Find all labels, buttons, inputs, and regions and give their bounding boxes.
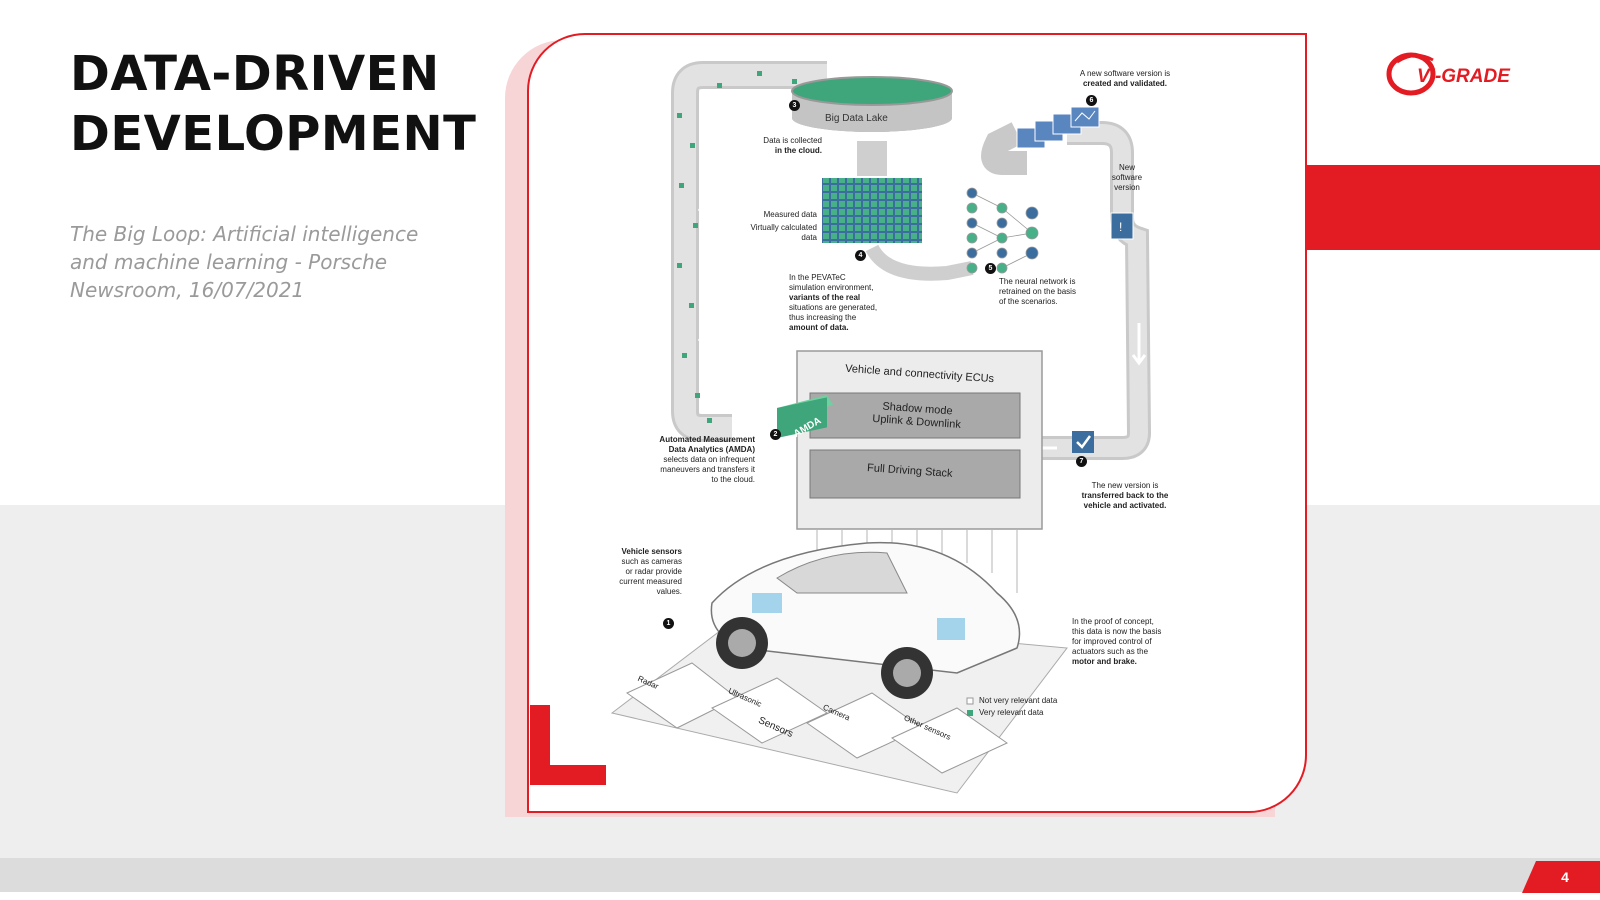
note-pevatec-1: In the PEVATeC bbox=[789, 273, 846, 282]
arrow-down-icon bbox=[1131, 323, 1147, 366]
document-icon: ! bbox=[1110, 212, 1134, 240]
arrow-up-icon-2 bbox=[697, 330, 713, 363]
note-virtual-2: data bbox=[801, 233, 817, 242]
logo-swoosh-icon bbox=[1386, 52, 1436, 96]
note-new-sw-2: created and validated. bbox=[1082, 79, 1168, 88]
note-new-version-1: New bbox=[1118, 163, 1135, 172]
note-proof-5: motor and brake. bbox=[1072, 657, 1137, 666]
note-transfer-1: The new version is bbox=[1091, 481, 1159, 490]
data-lake-surface bbox=[791, 76, 953, 106]
logo-text: VI-GRADE bbox=[1417, 66, 1511, 87]
note-new-version-3: version bbox=[1114, 183, 1140, 192]
note-pevatec-5: thus increasing the bbox=[789, 313, 857, 322]
checkmark-icon bbox=[1072, 431, 1094, 453]
note-cloud-2: in the cloud. bbox=[774, 146, 822, 155]
note-amda-3: selects data on infrequent bbox=[663, 455, 755, 464]
step-badge-6: 6 bbox=[1086, 95, 1097, 106]
note-nn-1: The neural network is bbox=[999, 277, 1076, 286]
title-line-1: DATA-DRIVEN bbox=[70, 46, 440, 102]
slide-subtitle: The Big Loop: Artificial intelligence an… bbox=[70, 222, 419, 302]
step-badge-2: 2 bbox=[770, 429, 781, 440]
amda-box bbox=[777, 395, 833, 438]
note-pevatec-2: simulation environment, bbox=[789, 283, 874, 292]
slide-title: DATA-DRIVEN DEVELOPMENT bbox=[70, 44, 476, 164]
note-pevatec-3: variants of the real bbox=[789, 293, 861, 302]
step-badge-4: 4 bbox=[855, 250, 866, 261]
note-sensors-4: current measured bbox=[619, 577, 682, 586]
note-new-version-2: software bbox=[1111, 173, 1143, 182]
note-sensors-5: values. bbox=[656, 587, 682, 596]
note-amda-2: Data Analytics (AMDA) bbox=[668, 445, 755, 454]
diagram-graphics: ! AMDA bbox=[530, 61, 1152, 794]
car-illustration bbox=[710, 541, 1021, 699]
legend-not-relevant-icon bbox=[966, 697, 974, 705]
lake-outflow bbox=[857, 141, 887, 176]
full-stack-block bbox=[809, 449, 1021, 499]
note-amda-5: to the cloud. bbox=[711, 475, 755, 484]
note-virtual-1: Virtually calculated bbox=[750, 223, 817, 232]
legend-not-relevant: Not very relevant data bbox=[979, 696, 1058, 705]
note-cloud-1: Data is collected bbox=[763, 136, 822, 145]
shadow-mode-block bbox=[809, 392, 1021, 439]
title-line-2: DEVELOPMENT bbox=[70, 106, 477, 162]
ecu-board bbox=[796, 350, 1043, 530]
vi-grade-logo: VI-GRADE bbox=[1386, 52, 1511, 96]
note-proof-3: for improved control of bbox=[1072, 637, 1152, 646]
legend-relevant: Very relevant data bbox=[979, 708, 1044, 717]
note-transfer-3: vehicle and activated. bbox=[1083, 501, 1167, 510]
simulation-path bbox=[865, 244, 974, 281]
corner-mark bbox=[530, 705, 606, 785]
note-nn-3: of the scenarios. bbox=[999, 297, 1058, 306]
note-amda-1: Automated Measurement bbox=[659, 435, 755, 444]
accent-block bbox=[1260, 165, 1600, 250]
note-sensors-3: or radar provide bbox=[625, 567, 682, 576]
note-measured: Measured data bbox=[763, 210, 817, 219]
sensor-ultrasonic-tile bbox=[711, 677, 828, 744]
upload-path-inner bbox=[674, 64, 827, 439]
sensor-other-tile bbox=[891, 707, 1008, 774]
step-badge-3: 3 bbox=[789, 100, 800, 111]
note-sensors-2: such as cameras bbox=[621, 557, 682, 566]
note-nn-2: retrained on the basis bbox=[999, 287, 1076, 296]
note-pevatec-6: amount of data. bbox=[789, 323, 849, 332]
note-proof: In the proof of concept,this data is now… bbox=[1072, 617, 1202, 667]
page-number: 4 bbox=[1522, 861, 1600, 893]
note-transfer-2: transferred back to the bbox=[1081, 491, 1169, 500]
step-badge-1: 1 bbox=[663, 618, 674, 629]
software-screens-icon bbox=[1016, 106, 1100, 149]
svg-text:!: ! bbox=[1119, 220, 1122, 234]
data-cube-block bbox=[822, 178, 922, 243]
legend-relevant-icon bbox=[967, 710, 973, 716]
step-badge-7: 7 bbox=[1076, 456, 1087, 467]
note-pevatec-4: situations are generated, bbox=[789, 303, 878, 312]
note-proof-4: actuators such as the bbox=[1072, 647, 1149, 656]
note-new-sw-1: A new software version is bbox=[1079, 69, 1171, 78]
footer-bar bbox=[0, 858, 1600, 892]
note-proof-2: this data is now the basis bbox=[1072, 627, 1162, 636]
note-amda-4: maneuvers and transfers it bbox=[660, 465, 755, 474]
step-badge-5: 5 bbox=[985, 263, 996, 274]
arrow-up-icon bbox=[697, 200, 713, 233]
neural-network-icon bbox=[966, 187, 1039, 274]
big-loop-diagram: ! AMDA bbox=[527, 33, 1307, 813]
note-sensors-1: Vehicle sensors bbox=[621, 547, 682, 556]
note-proof-1: In the proof of concept, bbox=[1072, 617, 1154, 626]
data-cubes-left bbox=[677, 71, 797, 423]
big-data-lake-label: Big Data Lake bbox=[825, 113, 888, 124]
